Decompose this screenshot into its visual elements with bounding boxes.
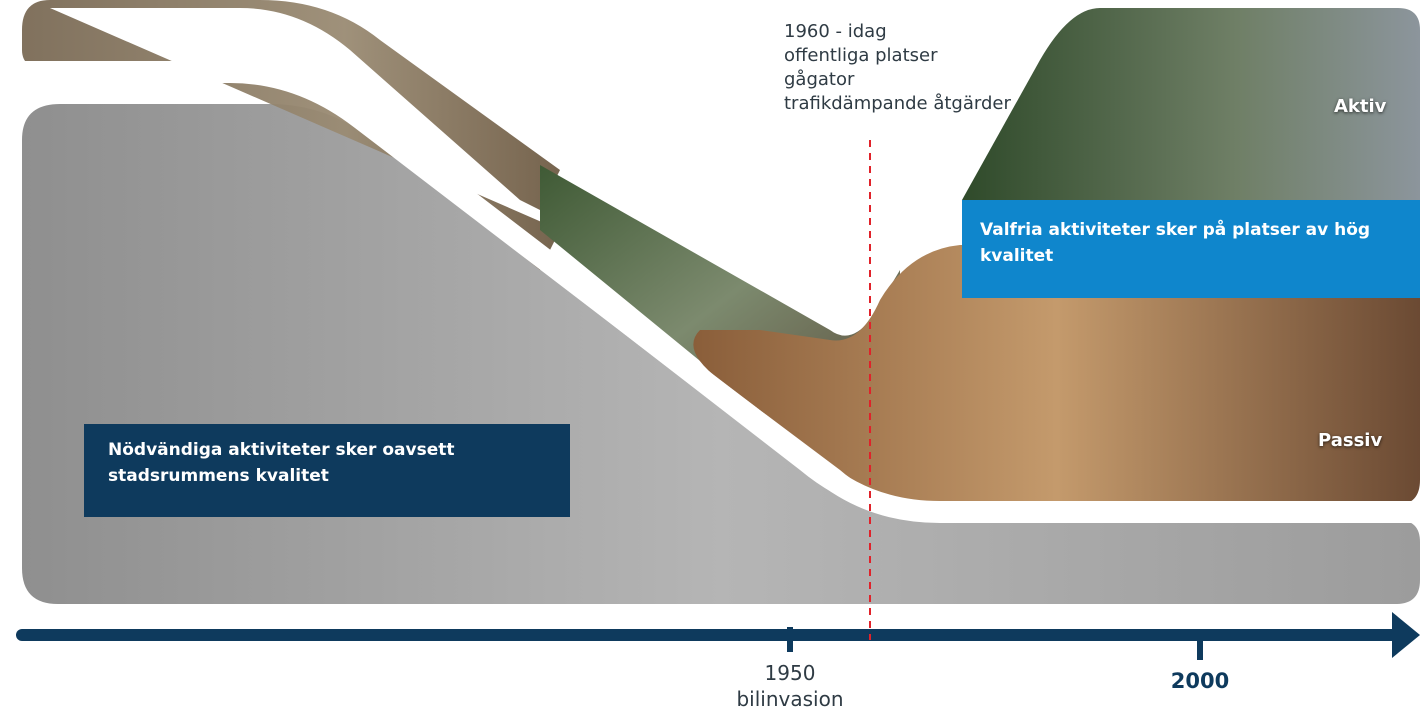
year-2000: 2000: [1170, 669, 1230, 693]
cafe-band: [693, 245, 1420, 505]
period-note: 1960 - idag offentliga platser gågator t…: [784, 20, 1011, 116]
note-line-1: 1960 - idag: [784, 21, 887, 42]
necessary-activities-box: Nödvändiga aktiviteter sker oavsett stad…: [84, 424, 570, 517]
year-1950: 1950: [764, 661, 816, 685]
white-divider: [22, 61, 1420, 523]
timeline-arrowhead: [1392, 612, 1420, 658]
car-invasion-label: bilinvasion: [736, 687, 844, 711]
year-1950-label: 1950 bilinvasion: [700, 660, 880, 712]
active-tag: Aktiv: [1334, 96, 1387, 117]
passive-tag: Passiv: [1318, 430, 1383, 451]
note-line-2: offentliga platser: [784, 45, 938, 66]
note-line-3: gågator: [784, 69, 855, 90]
active-band: [962, 8, 1420, 230]
note-line-4: trafikdämpande åtgärder: [784, 93, 1011, 114]
optional-activities-box: Valfria aktiviteter sker på platser av h…: [962, 200, 1420, 298]
